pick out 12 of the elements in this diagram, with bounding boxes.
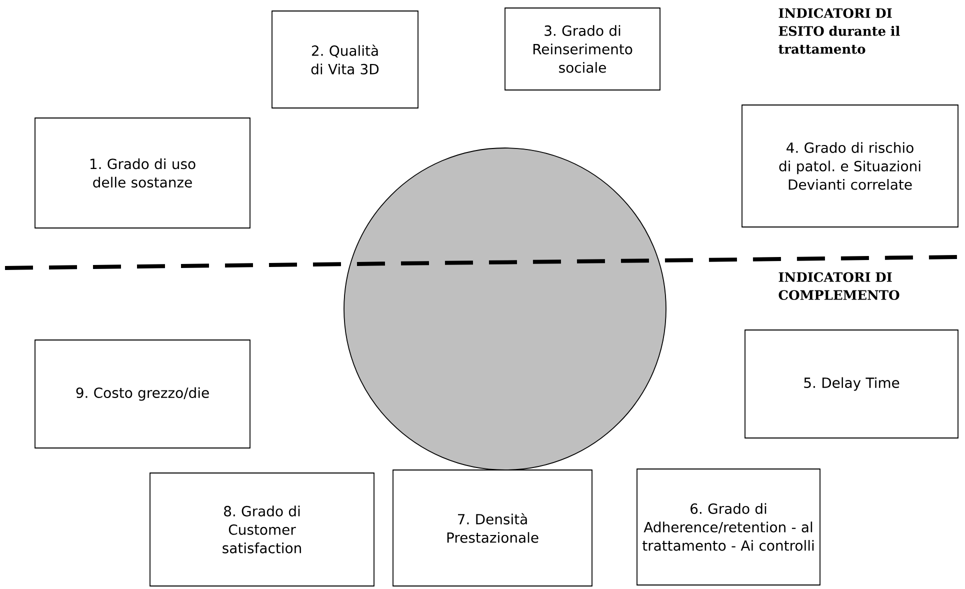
indicator-box: 9. Costo grezzo/die bbox=[34, 340, 250, 448]
indicator-box: 1. Grado di uso delle sostanze bbox=[34, 118, 250, 228]
stippled-circle bbox=[344, 148, 666, 470]
section-heading: INDICATORI DI COMPLEMENTO bbox=[778, 272, 900, 300]
section-heading: INDICATORI DI ESITO durante il trattamento bbox=[778, 8, 900, 54]
indicator-box: 5. Delay Time bbox=[744, 330, 958, 438]
indicator-box: 8. Grado di Customer satisfaction bbox=[150, 472, 374, 586]
indicator-box: 2. Qualità di Vita 3D bbox=[272, 10, 418, 108]
indicator-box: 4. Grado di rischio di patol. e Situazioni Devianti correlate bbox=[742, 104, 958, 228]
indicator-box: 7. Densità Prestazionale bbox=[392, 470, 592, 586]
indicator-box: 6. Grado di Adherence/retention - al trattamento - Ai controlli bbox=[636, 468, 820, 586]
indicator-box: 3. Grado di Reinserimento sociale bbox=[504, 8, 660, 90]
